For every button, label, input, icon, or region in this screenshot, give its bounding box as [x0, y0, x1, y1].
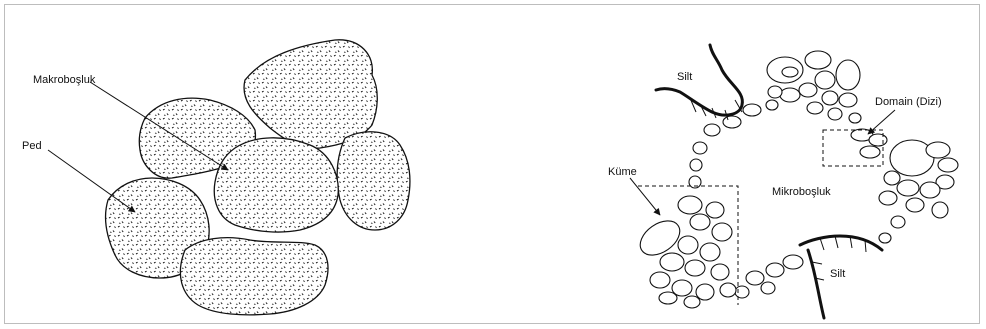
particle: [711, 264, 729, 280]
particle: [822, 91, 838, 105]
particle: [685, 260, 705, 276]
silt-top-strand: [656, 45, 742, 115]
cluster-arrow: [630, 178, 660, 215]
label-cluster: Küme: [608, 166, 637, 178]
particle: [780, 88, 800, 102]
particle: [879, 191, 897, 205]
particle: [926, 142, 950, 158]
particle: [897, 180, 919, 196]
ped-aggregates: [106, 40, 410, 315]
right-arrows: [630, 110, 895, 215]
particle: [836, 60, 860, 90]
ped-bottom: [180, 238, 328, 315]
particle: [807, 102, 823, 114]
particle: [743, 104, 761, 116]
particle: [723, 116, 741, 128]
particle: [828, 108, 842, 120]
label-micropore: Mikroboşluk: [772, 186, 831, 198]
particle: [704, 124, 720, 136]
clay-particles: [634, 51, 958, 308]
particle: [720, 283, 736, 297]
particle: [766, 100, 778, 110]
particle: [879, 233, 891, 243]
particle: [746, 271, 764, 285]
ped-center: [214, 138, 338, 232]
particle: [906, 198, 924, 212]
particle: [766, 263, 784, 277]
label-silt-bottom: Silt: [830, 268, 845, 280]
label-macropore: Makroboşluk: [33, 74, 95, 86]
particle: [884, 171, 900, 185]
particle: [659, 292, 677, 304]
particle: [839, 93, 857, 107]
particle: [696, 284, 714, 300]
particle: [768, 86, 782, 98]
particle: [678, 196, 702, 214]
particle: [690, 214, 710, 230]
particle: [805, 51, 831, 69]
particle: [815, 71, 835, 89]
particle: [735, 286, 749, 298]
particle: [891, 216, 905, 228]
particle: [690, 159, 702, 171]
ped-arrow: [48, 150, 135, 212]
particle: [932, 202, 948, 218]
label-domain: Domain (Dizi): [875, 96, 942, 108]
particle: [860, 146, 880, 158]
particle: [678, 236, 698, 254]
particle: [761, 282, 775, 294]
ped-far-right: [337, 132, 410, 230]
particle: [799, 83, 817, 97]
particle: [783, 255, 803, 269]
particle: [693, 142, 707, 154]
particle: [706, 202, 724, 218]
particle: [920, 182, 940, 198]
ped-top-right: [244, 40, 377, 148]
label-silt-top: Silt: [677, 71, 692, 83]
particle: [938, 158, 958, 172]
particle: [700, 243, 720, 261]
particle: [869, 134, 887, 146]
label-ped: Ped: [22, 140, 42, 152]
particle: [684, 296, 700, 308]
particle: [650, 272, 670, 288]
particle: [660, 253, 684, 271]
particle: [712, 223, 732, 241]
particle: [849, 113, 861, 123]
